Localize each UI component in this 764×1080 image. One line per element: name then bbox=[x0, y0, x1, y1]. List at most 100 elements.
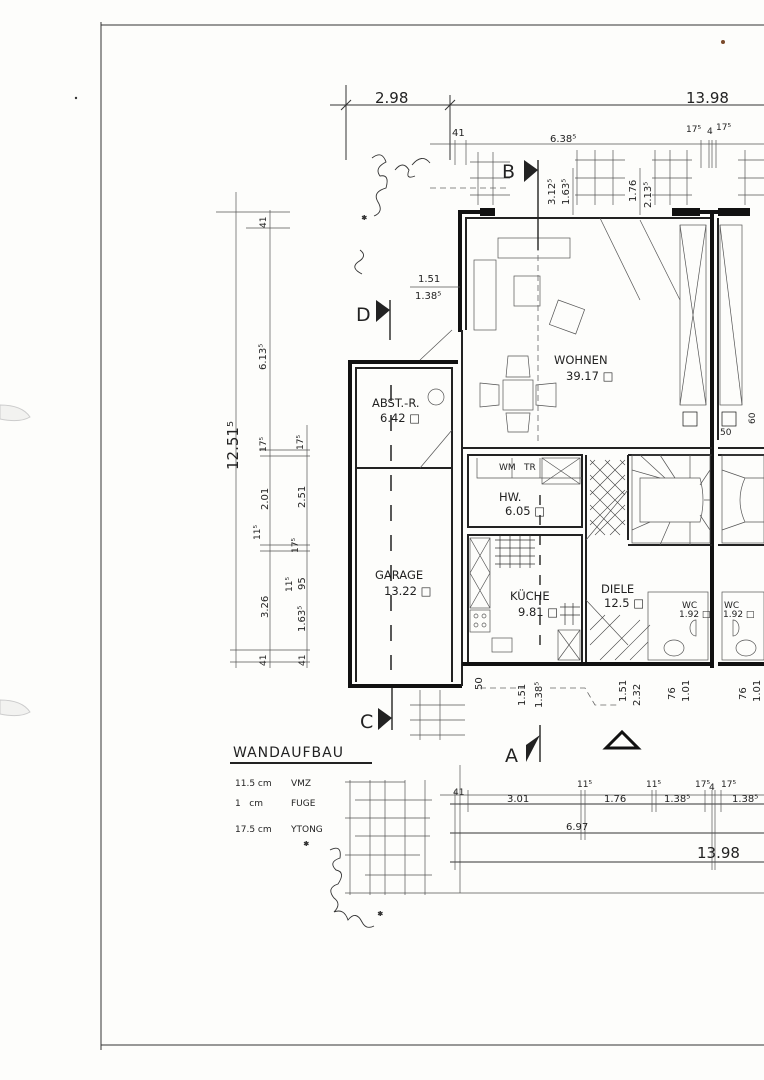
room-area-wohnen: 39.17 □ bbox=[566, 369, 613, 383]
walls bbox=[348, 208, 764, 688]
dim-326: 3.26 bbox=[260, 596, 271, 618]
wc-fixtures bbox=[647, 591, 764, 661]
legend-thickness: 11.5 cm bbox=[235, 779, 272, 789]
dim-bottom-175b: 17⁵ bbox=[721, 780, 736, 790]
top-dimension-chain: 2.98 13.98 41 6.38⁵ 17⁵ 4 17⁵ 3.12⁵ 1.63… bbox=[330, 85, 764, 215]
dim-bottom-1385b: 1.38⁵ bbox=[732, 794, 758, 805]
dim-201: 2.01 bbox=[260, 488, 271, 510]
left-dimension-chain: 12.51⁵ 6.13⁵ 41 17⁵ 17⁵ 2.01 2.51 11⁵ 17… bbox=[216, 192, 310, 668]
dim-window-height: 1.38⁵ bbox=[415, 291, 441, 302]
dim-outer-left: 2.98 bbox=[375, 89, 408, 107]
punch-holes bbox=[0, 404, 31, 717]
room-labels: WOHNEN 39.17 □ ABST.-R. 6.42 □ GARAGE 13… bbox=[372, 353, 758, 620]
dim-opening: 50 bbox=[474, 677, 485, 690]
legend-material: VMZ bbox=[291, 779, 311, 789]
garage-details bbox=[390, 329, 453, 670]
kitchen-fixtures bbox=[469, 457, 629, 661]
dim-bottom-176: 1.76 bbox=[604, 794, 626, 805]
dim-95: 95 bbox=[297, 577, 308, 590]
dim-opening: 1.01 bbox=[752, 680, 763, 702]
dim-living-width: 6.38⁵ bbox=[550, 134, 576, 145]
dim-bottom-4: 4 bbox=[709, 783, 715, 793]
dim-total-depth: 12.51⁵ bbox=[224, 421, 242, 470]
dim-opening: 1.01 bbox=[681, 680, 692, 702]
dim-opening: 76 bbox=[738, 687, 749, 700]
room-area-abstellraum: 6.42 □ bbox=[380, 411, 420, 425]
room-name-kueche: KÜCHE bbox=[510, 587, 550, 603]
room-name-abstellraum: ABST.-R. bbox=[372, 396, 420, 410]
dim-wall-41: 41 bbox=[452, 128, 465, 139]
room-name-wc-2: WC bbox=[724, 601, 739, 611]
section-marker-a: A bbox=[505, 745, 518, 767]
room-area-kueche: 9.81 □ bbox=[518, 605, 558, 619]
dim-bottom-1385: 1.38⁵ bbox=[664, 794, 690, 805]
dim-175b: 17⁵ bbox=[296, 435, 306, 450]
dim-party-gap: 4 bbox=[707, 127, 713, 137]
dim-party-wall-right: 17⁵ bbox=[716, 123, 731, 133]
wall-construction-legend: WANDAUFBAU 11.5 cm VMZ 1 cm FUGE 17.5 cm… bbox=[230, 745, 372, 835]
sheet-frame bbox=[74, 22, 764, 1050]
legend-thickness: 1 cm bbox=[235, 799, 263, 809]
legend-material: YTONG bbox=[290, 825, 323, 835]
armchair-icon bbox=[548, 299, 586, 335]
paving-bottom bbox=[345, 690, 764, 895]
sink-icon bbox=[491, 637, 513, 653]
dim-v-2135: 2.13⁵ bbox=[643, 182, 654, 208]
dim-1635: 1.63⁵ bbox=[297, 606, 308, 632]
plant-hedge-icon: * * * bbox=[304, 154, 431, 928]
dim-115b: 11⁵ bbox=[285, 577, 295, 592]
toilet-icon bbox=[663, 639, 685, 657]
svg-text:*: * bbox=[304, 841, 309, 851]
dim-opening: 1.51 bbox=[618, 680, 629, 702]
section-markers: B D C A bbox=[356, 160, 642, 767]
dim-251: 2.51 bbox=[297, 486, 308, 508]
room-area-garage: 13.22 □ bbox=[384, 584, 431, 598]
room-name-wohnen: WOHNEN bbox=[554, 353, 608, 367]
dim-bottom-301: 3.01 bbox=[507, 794, 529, 805]
svg-text:*: * bbox=[378, 911, 383, 921]
section-marker-b: B bbox=[502, 161, 515, 183]
dim-115a: 11⁵ bbox=[253, 525, 263, 540]
dim-wall-b2: 41 bbox=[298, 655, 308, 666]
section-marker-c: C bbox=[360, 711, 373, 733]
dim-175c: 17⁵ bbox=[291, 538, 301, 553]
toilet-icon bbox=[735, 639, 757, 657]
dim-175a: 17⁵ bbox=[259, 437, 269, 452]
dim-bottom-175a: 17⁵ bbox=[695, 780, 710, 790]
room-name-wc: WC bbox=[682, 601, 697, 611]
dim-v-176: 1.76 bbox=[628, 180, 639, 202]
dim-bottom-115: 11⁵ bbox=[577, 780, 592, 790]
diele-tile-hatch bbox=[589, 459, 651, 661]
bottom-opening-dims: 50 1.51 1.38⁵ 1.51 2.32 76 1.01 76 1.01 bbox=[474, 677, 763, 708]
section-marker-d: D bbox=[356, 304, 371, 326]
dim-wall-top: 41 bbox=[259, 217, 269, 228]
staircase-icon bbox=[631, 454, 764, 546]
dim-v-312: 3.12⁵ bbox=[547, 179, 558, 205]
terrace-paving-top bbox=[430, 150, 764, 205]
dim-bottom-41: 41 bbox=[453, 788, 464, 798]
dim-party-wall-left: 17⁵ bbox=[686, 125, 701, 135]
room-name-tr: TR bbox=[523, 463, 536, 473]
legend-thickness: 17.5 cm bbox=[235, 825, 272, 835]
dim-outer-right: 13.98 bbox=[686, 89, 729, 107]
fixtures bbox=[599, 217, 743, 427]
svg-text:*: * bbox=[362, 215, 367, 225]
dim-wall-b1: 41 bbox=[259, 655, 269, 666]
dim-opening: 2.32 bbox=[632, 684, 643, 706]
dim-opening: 76 bbox=[667, 687, 678, 700]
dim-bottom-115b: 11⁵ bbox=[646, 780, 661, 790]
room-name-garage: GARAGE bbox=[375, 568, 423, 582]
room-area-diele: 12.5 □ bbox=[604, 596, 644, 610]
room-area-hw: 6.05 □ bbox=[505, 504, 545, 518]
dim-60: 60 bbox=[748, 412, 758, 424]
legend-material: FUGE bbox=[291, 799, 316, 809]
room-name-wm: WM bbox=[499, 463, 516, 473]
dining-table-icon bbox=[502, 379, 534, 411]
room-name-hw: HW. bbox=[499, 490, 521, 504]
dim-upper: 6.13⁵ bbox=[258, 344, 269, 370]
room-area-wc-2: 1.92 □ bbox=[723, 610, 754, 620]
bottom-dimension-chain: 41 3.01 11⁵ 1.76 11⁵ 1.38⁵ 17⁵ 4 17⁵ 1.3… bbox=[450, 780, 764, 870]
dim-bottom-1398: 13.98 bbox=[697, 844, 740, 862]
dim-v-1635: 1.63⁵ bbox=[561, 179, 572, 205]
